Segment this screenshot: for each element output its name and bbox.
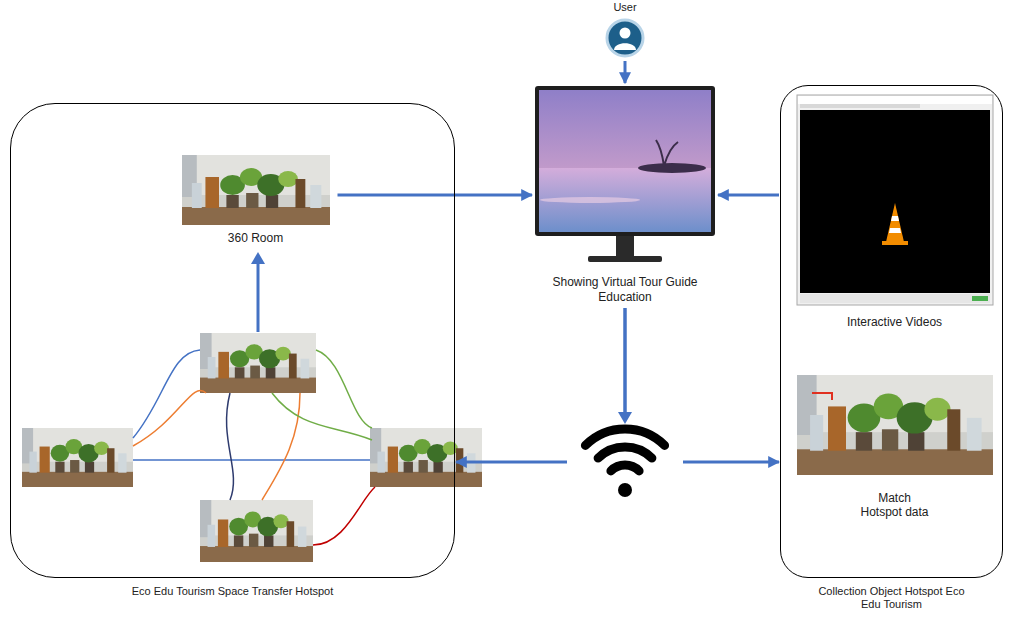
node-label: Showing Virtual Tour Guide Education	[539, 275, 711, 304]
region-label: Collection Object Hotspot Eco Edu Touris…	[812, 585, 972, 611]
region-label: Eco Edu Tourism Space Transfer Hotspot	[43, 585, 423, 598]
hotspot-photo	[22, 428, 133, 487]
match-photo	[797, 375, 993, 475]
video-window	[797, 95, 993, 305]
node-label: Interactive Videos	[847, 315, 942, 329]
flow-arrow	[624, 61, 627, 83]
user-icon	[607, 20, 643, 56]
flow-arrow	[625, 308, 779, 462]
wifi-icon	[585, 429, 664, 497]
hotspot-photo	[370, 428, 482, 487]
room-photo	[182, 155, 330, 225]
node-label: 360 Room	[228, 231, 283, 245]
flow-arrow	[718, 194, 779, 197]
hotspot-links	[133, 350, 375, 545]
display-node: Showing Virtual Tour Guide Education	[533, 84, 717, 306]
room-node: 360 Room	[178, 152, 334, 248]
monitor-icon	[535, 86, 715, 262]
hotspot-photo	[797, 375, 993, 475]
hotspot-photos	[22, 155, 482, 562]
flow-arrow	[338, 194, 533, 197]
photo-arrow	[251, 252, 265, 332]
user-node: User	[595, 1, 655, 60]
hotspot-photo	[200, 333, 316, 393]
node-label: Match Hotspot data	[858, 491, 932, 520]
photo-node: Match Hotspot data	[797, 372, 993, 522]
flow-arrow	[456, 308, 625, 462]
hotspot-photo	[200, 500, 313, 562]
video-node: Interactive Videos	[797, 94, 993, 332]
region-panel: Collection Object Hotspot Eco Edu Touris…	[780, 85, 1003, 578]
region-panel: Eco Edu Tourism Space Transfer Hotspot36…	[10, 103, 455, 578]
node-label: User	[613, 1, 636, 14]
